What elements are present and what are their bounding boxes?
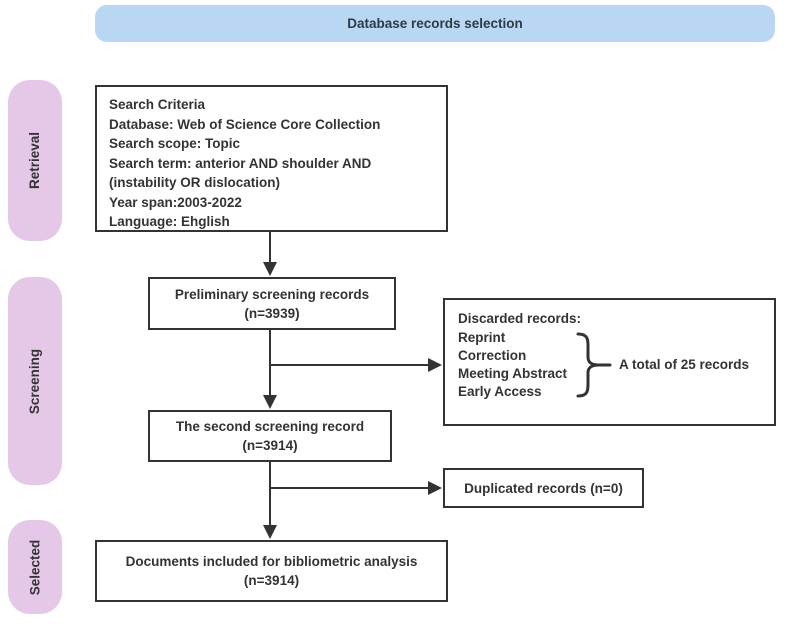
stage-label-selected: Selected: [27, 539, 43, 595]
duplicated-records-label: Duplicated records (n=0): [464, 480, 623, 496]
documents-included-count: (n=3914): [243, 573, 300, 588]
duplicated-records-box: Duplicated records (n=0): [443, 468, 644, 508]
second-screening-count: (n=3914): [242, 438, 298, 453]
curly-brace-icon: [573, 330, 613, 400]
discarded-title: Discarded records:: [458, 311, 582, 326]
search-criteria-line: Search scope: Topic: [109, 136, 241, 151]
preliminary-screening-count: (n=3939): [244, 305, 300, 321]
stage-label-retrieval: Retrieval: [27, 131, 43, 190]
discarded-records-box: Discarded records: Reprint Correction Me…: [443, 298, 776, 426]
discarded-item: Correction: [458, 348, 527, 363]
stage-pill-screening: Screening: [8, 277, 62, 485]
search-criteria-line: Search term: anterior AND shoulder AND: [109, 155, 372, 171]
discarded-item: Meeting Abstract: [458, 366, 568, 381]
stage-label-screening: Screening: [27, 348, 43, 414]
preliminary-screening-box: Preliminary screening records (n=3939): [148, 277, 396, 330]
search-criteria-line: Language: Ehglish: [109, 214, 230, 229]
preliminary-screening-line1: Preliminary screening records: [174, 286, 370, 302]
banner-database-records-selection: Database records selection: [95, 5, 775, 42]
documents-included-box: Documents included for bibliometric anal…: [95, 540, 448, 602]
second-screening-box: The second screening record (n=3914): [148, 410, 392, 462]
discarded-total-note: A total of 25 records: [619, 357, 750, 372]
documents-included-line1: Documents included for bibliometric anal…: [125, 554, 418, 569]
discarded-items-list: Reprint Correction Meeting Abstract Earl…: [458, 329, 567, 401]
stage-pill-retrieval: Retrieval: [8, 80, 62, 241]
stage-pill-selected: Selected: [8, 520, 62, 614]
search-criteria-line: Year span:2003-2022: [109, 194, 242, 210]
discarded-item: Reprint: [458, 330, 506, 345]
discarded-content-row: Reprint Correction Meeting Abstract Earl…: [458, 329, 774, 401]
second-screening-line1: The second screening record: [175, 419, 365, 434]
search-criteria-box: Search Criteria Database: Web of Science…: [95, 85, 448, 232]
discarded-item: Early Access: [458, 384, 542, 399]
search-criteria-line: Database: Web of Science Core Collection: [109, 116, 381, 132]
banner-title: Database records selection: [347, 16, 523, 31]
search-criteria-line: Search Criteria: [109, 97, 206, 112]
search-criteria-line: (instability OR dislocation): [109, 175, 281, 190]
